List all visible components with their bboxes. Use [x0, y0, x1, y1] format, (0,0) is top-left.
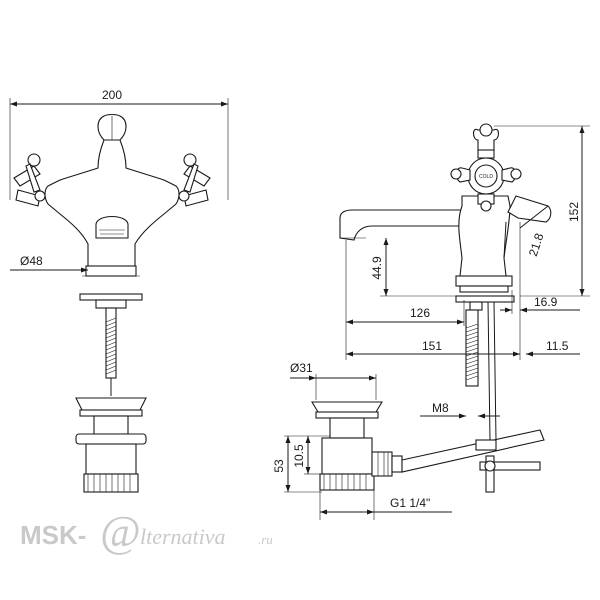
front-waste [75, 397, 147, 493]
watermark-rest: lternativa [140, 524, 226, 549]
handle-cold-label: COLD [479, 174, 493, 180]
dim-label-44-9: 44.9 [370, 256, 384, 280]
dim-width-front: 200 [9, 88, 229, 200]
front-view: 200 [9, 88, 229, 493]
side-threaded-rod [465, 309, 479, 387]
side-base [455, 275, 513, 287]
dim-label-11-5: 11.5 [546, 339, 569, 353]
side-cross-handle: COLD [450, 123, 522, 212]
dim-label-48: Ø48 [20, 254, 43, 268]
watermark-tld: .ru [258, 532, 273, 547]
front-mount-plate [79, 293, 143, 301]
dim-label-126: 126 [410, 306, 430, 320]
dim-label-10-5: 10.5 [292, 444, 306, 468]
dim-reach-inner: 126 [345, 240, 465, 360]
dim-label-31: Ø31 [290, 361, 313, 375]
dim-label-53: 53 [272, 459, 286, 473]
front-right-handle [178, 153, 211, 207]
side-mount-plate [455, 295, 515, 303]
watermark-at: @ [100, 507, 140, 556]
dim-waste-height: 53 [272, 435, 330, 493]
watermark: MSK- @ lternativa .ru [20, 507, 273, 556]
dim-reach-outer: 151 [346, 222, 521, 360]
watermark-brand: MSK- [20, 520, 86, 550]
front-body [44, 139, 180, 271]
side-popup-lever [507, 195, 552, 223]
dim-label-16-9: 16.9 [534, 295, 558, 309]
dim-label-21-8: 21.8 [526, 231, 547, 258]
front-aerator [95, 215, 129, 239]
side-linkage [401, 429, 545, 493]
dim-waste-top: 10.5 [292, 436, 320, 475]
dim-label-152: 152 [567, 202, 581, 222]
front-left-handle [13, 153, 46, 207]
side-spout [339, 209, 467, 241]
dim-spout-height: 44.9 [340, 237, 456, 297]
dim-base-diameter: Ø48 [10, 254, 88, 273]
dim-waste-thread: G1 1/4" [319, 490, 452, 520]
dim-height-total: 152 [494, 125, 590, 297]
dim-label-151: 151 [422, 339, 442, 353]
dim-label-200: 200 [102, 88, 122, 102]
dim-lever-offset-b: 11.5 [526, 339, 580, 357]
dim-waste-diameter: Ø31 [290, 361, 377, 400]
dim-lever-offset-a: 16.9 [500, 290, 580, 314]
side-view: 152 COLD 21.8 [272, 123, 590, 520]
dim-handle-offset: 21.8 [519, 205, 549, 258]
front-base [85, 265, 137, 277]
dim-label-m8: M8 [432, 401, 449, 415]
side-waste [311, 401, 403, 491]
dim-thread-rod: M8 [420, 401, 500, 419]
dim-label-g1-1-4: G1 1/4" [390, 496, 430, 510]
